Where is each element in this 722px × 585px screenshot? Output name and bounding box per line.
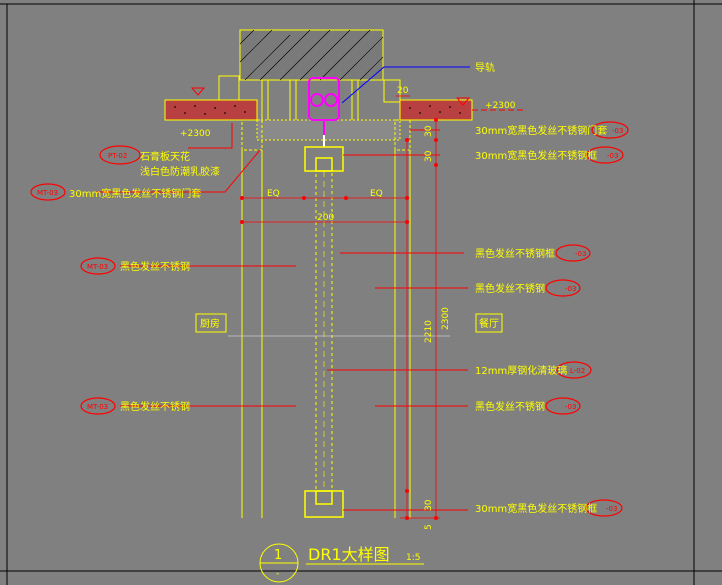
tag-right-frame: -03 [575, 250, 586, 258]
dim-height-2300: 2300 [441, 307, 451, 330]
drawing-title: DR1大样图 [308, 545, 390, 564]
label-bottom-frame: 30mm宽黑色发丝不锈钢框 [475, 502, 597, 515]
tag-right-top-frame: -03 [607, 152, 618, 160]
dim-eq-right: EQ [370, 189, 383, 199]
label-right-top-frame: 30mm宽黑色发丝不锈钢框 [475, 149, 597, 162]
tag-pt-02: PT-02 [108, 152, 127, 160]
tag-glass: L-02 [570, 367, 585, 375]
leader-lines [96, 123, 468, 511]
room-left: 厨房 [200, 317, 220, 330]
dim-30-b: 30 [424, 150, 434, 162]
drawing-scale: 1:5 [406, 553, 420, 563]
room-labels: 厨房 餐厅 [195, 313, 503, 333]
tag-mt-03-left-1: MT-03 [87, 263, 108, 271]
tag-ellipses [30, 121, 629, 517]
rail-leader [341, 66, 470, 104]
dim-5: 5 [424, 524, 434, 530]
hanger-frame [218, 75, 401, 120]
dimension-ticks [240, 118, 438, 520]
top-rail [308, 77, 340, 135]
ceiling-board [164, 99, 473, 141]
label-glass: 12mm厚钢化清玻璃 [475, 364, 567, 377]
tag-right-header: -03 [612, 127, 623, 135]
wall-lines [228, 150, 450, 518]
label-left-panel-2: 黑色发丝不锈钢 [120, 400, 190, 413]
dim-level-right: +2300 [485, 101, 516, 111]
dim-level-left: +2300 [180, 129, 211, 139]
dimension-texts: +2300 +2300 20 EQ EQ 200 30 30 30 2210 2… [180, 86, 516, 530]
tag-right-panel-1: -03 [565, 285, 576, 293]
callout-labels: 导轨 石膏板天花 浅白色防潮乳胶漆 30mm宽黑色发丝不锈钢门套 30mm宽黑色… [69, 61, 607, 515]
label-ceiling-material: 石膏板天花 [140, 150, 190, 163]
label-left-header: 30mm宽黑色发丝不锈钢门套 [69, 187, 201, 200]
dim-height-2210: 2210 [424, 320, 434, 343]
tag-texts: PT-02 MT-03 MT-03 MT-03 -03 -03 -03 -03 … [37, 127, 623, 513]
tag-mt-03-header: MT-03 [37, 189, 58, 197]
detail-sheet: - [276, 569, 279, 579]
door-header-trim [241, 119, 411, 151]
level-markers [190, 87, 526, 111]
dim-eq-left: EQ [267, 189, 280, 199]
tag-right-panel-2: -03 [565, 403, 576, 411]
tag-mt-03-left-2: MT-03 [87, 403, 108, 411]
drawing-title-block: 1 - DR1大样图 1:5 [259, 543, 424, 583]
dim-20: 20 [397, 86, 409, 96]
ceiling-slab [239, 29, 384, 81]
dim-width-200: 200 [317, 213, 334, 223]
label-right-panel-2: 黑色发丝不锈钢 [475, 400, 545, 413]
label-right-panel-1: 黑色发丝不锈钢 [475, 282, 545, 295]
dim-30-a: 30 [424, 125, 434, 137]
tag-bottom-frame: -03 [606, 505, 617, 513]
label-right-frame: 黑色发丝不锈钢框 [475, 247, 555, 260]
dimension-lines [242, 95, 440, 519]
label-left-panel-1: 黑色发丝不锈钢 [120, 260, 190, 273]
label-ceiling-finish: 浅白色防潮乳胶漆 [140, 165, 220, 178]
door-leaf [304, 146, 344, 518]
label-right-header: 30mm宽黑色发丝不锈钢门套 [475, 124, 607, 137]
room-right: 餐厅 [479, 317, 499, 330]
dim-30-c: 30 [424, 499, 434, 511]
detail-number: 1 [274, 548, 282, 563]
label-rail: 导轨 [475, 61, 495, 74]
